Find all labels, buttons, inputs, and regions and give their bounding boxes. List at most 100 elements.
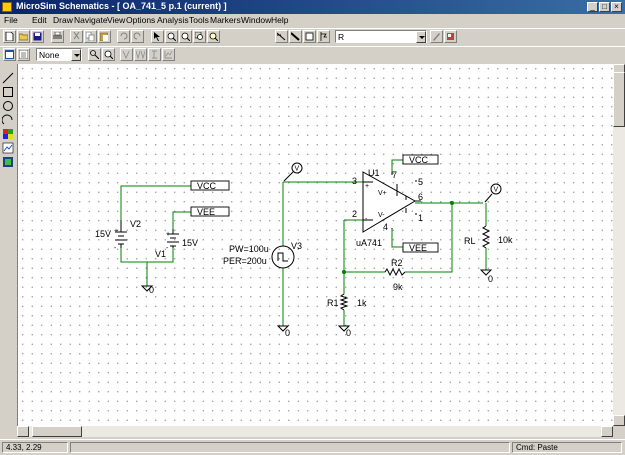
zoom-in-icon[interactable] bbox=[165, 30, 178, 43]
v2-plus: + bbox=[114, 228, 118, 235]
zoom-out-icon[interactable] bbox=[179, 30, 192, 43]
part-dropdown-arrow[interactable] bbox=[416, 31, 426, 43]
resistor-r1[interactable] bbox=[339, 293, 349, 311]
source-v2[interactable] bbox=[115, 220, 127, 248]
ground-symbol-3[interactable] bbox=[337, 325, 351, 332]
schematic-canvas[interactable]: + - + - V2 15V V1 15V VCC VEE 0 bbox=[17, 64, 614, 426]
rl-name[interactable]: RL bbox=[464, 236, 476, 246]
layer-dropdown-arrow[interactable] bbox=[71, 49, 81, 61]
open-folder-icon[interactable] bbox=[17, 30, 30, 43]
get-part-icon[interactable] bbox=[317, 30, 330, 43]
rectangle-tool-icon[interactable] bbox=[2, 86, 14, 98]
show-results-icon[interactable] bbox=[162, 48, 175, 61]
ground-symbol-4[interactable] bbox=[479, 269, 493, 276]
image-tool-icon[interactable] bbox=[2, 156, 14, 168]
redo-icon[interactable] bbox=[131, 30, 144, 43]
v2-value[interactable]: 15V bbox=[95, 229, 111, 239]
menu-help[interactable]: Help bbox=[271, 15, 289, 25]
save-icon[interactable] bbox=[31, 30, 44, 43]
resistor-rl[interactable] bbox=[481, 225, 491, 249]
scroll-right-button[interactable] bbox=[601, 426, 613, 437]
undo-icon[interactable] bbox=[117, 30, 130, 43]
horizontal-scrollbar[interactable] bbox=[17, 426, 613, 437]
ground-symbol-1[interactable] bbox=[140, 285, 154, 292]
layer-select[interactable]: None bbox=[36, 48, 82, 61]
menu-edit[interactable]: Edit bbox=[32, 15, 47, 25]
status-bar: 4.33, 2.29 Cmd: Paste bbox=[0, 439, 625, 455]
minimize-button[interactable]: _ bbox=[587, 2, 598, 12]
menu-window[interactable]: Window bbox=[241, 15, 272, 25]
arc-tool-icon[interactable] bbox=[1, 114, 14, 126]
zoom-area-icon[interactable] bbox=[193, 30, 206, 43]
source-v3[interactable] bbox=[271, 245, 295, 269]
circle-tool-icon[interactable] bbox=[2, 100, 14, 112]
menu-navigate[interactable]: Navigate bbox=[74, 15, 108, 25]
line-tool-icon[interactable] bbox=[2, 72, 14, 84]
edit-symbol-icon[interactable] bbox=[430, 30, 443, 43]
paste-icon[interactable] bbox=[98, 30, 111, 43]
r1-name[interactable]: R1 bbox=[327, 298, 339, 308]
part-name-value: R bbox=[338, 32, 345, 42]
vee-connector-1[interactable]: VEE bbox=[190, 206, 230, 217]
print-icon[interactable] bbox=[51, 30, 64, 43]
voltage-probe-2[interactable]: V bbox=[484, 183, 502, 203]
part-name-field[interactable]: R bbox=[335, 30, 427, 43]
r2-name[interactable]: R2 bbox=[391, 258, 403, 268]
search-part-icon[interactable] bbox=[102, 48, 115, 61]
draw-wire-icon[interactable] bbox=[275, 30, 288, 43]
v2-name[interactable]: V2 bbox=[130, 219, 141, 229]
probe-icon[interactable] bbox=[88, 48, 101, 61]
menu-markers[interactable]: Markers bbox=[210, 15, 241, 25]
library-icon[interactable] bbox=[3, 48, 16, 61]
voltage-marker-icon[interactable] bbox=[120, 48, 133, 61]
maximize-button[interactable]: □ bbox=[599, 2, 610, 12]
current-marker-icon[interactable] bbox=[148, 48, 161, 61]
v3-per[interactable]: PER=200u bbox=[223, 256, 267, 266]
zoom-fit-icon[interactable] bbox=[207, 30, 220, 43]
rl-value[interactable]: 10k bbox=[498, 235, 513, 245]
new-file-icon[interactable] bbox=[3, 30, 16, 43]
draw-bus-icon[interactable] bbox=[289, 30, 302, 43]
opamp-u1[interactable]: V+ V- + - bbox=[362, 171, 421, 233]
resistor-r2[interactable] bbox=[384, 267, 406, 277]
scroll-left-button[interactable] bbox=[17, 426, 29, 437]
color-tool-icon[interactable] bbox=[2, 128, 14, 140]
r1-value[interactable]: 1k bbox=[357, 298, 367, 308]
bitmap-tool-icon[interactable] bbox=[2, 142, 14, 154]
vee-connector-2[interactable]: VEE bbox=[402, 242, 439, 253]
vertical-scrollbar[interactable] bbox=[613, 64, 625, 426]
ground-symbol-2[interactable] bbox=[276, 325, 290, 332]
junction-dot-2 bbox=[450, 201, 454, 205]
netlist-icon[interactable] bbox=[17, 48, 30, 61]
draw-block-icon[interactable] bbox=[303, 30, 316, 43]
close-button[interactable]: × bbox=[611, 2, 622, 12]
r2-value[interactable]: 9k bbox=[393, 282, 403, 292]
junction-dot-1 bbox=[342, 270, 346, 274]
menu-draw[interactable]: Draw bbox=[53, 15, 73, 25]
source-v1[interactable] bbox=[167, 229, 179, 248]
vcc-connector-1[interactable]: VCC bbox=[190, 180, 230, 191]
v1-name[interactable]: V1 bbox=[155, 249, 166, 259]
voltage-probe-1[interactable]: V bbox=[283, 162, 303, 182]
app-icon[interactable] bbox=[2, 2, 12, 12]
voltage-diff-marker-icon[interactable] bbox=[134, 48, 147, 61]
v1-value[interactable]: 15V bbox=[182, 238, 198, 248]
vcc-connector-2[interactable]: VCC bbox=[402, 154, 439, 165]
menu-analysis[interactable]: Analysis bbox=[157, 15, 189, 25]
horizontal-scroll-thumb[interactable] bbox=[32, 426, 82, 437]
u1-part[interactable]: uA741 bbox=[356, 238, 382, 248]
menu-options[interactable]: Options bbox=[126, 15, 156, 25]
edit-attributes-icon[interactable] bbox=[444, 30, 457, 43]
menu-tools[interactable]: Tools bbox=[189, 15, 209, 25]
vertical-scroll-thumb[interactable] bbox=[613, 72, 625, 127]
scroll-down-button[interactable] bbox=[613, 415, 625, 426]
select-arrow-icon[interactable] bbox=[151, 30, 164, 43]
u1-name[interactable]: U1 bbox=[368, 168, 380, 178]
v3-pw[interactable]: PW=100u bbox=[229, 244, 269, 254]
v3-name[interactable]: V3 bbox=[291, 241, 302, 251]
draw-palette bbox=[0, 64, 16, 436]
menu-view[interactable]: View bbox=[107, 15, 126, 25]
copy-icon[interactable] bbox=[84, 30, 97, 43]
cut-icon[interactable] bbox=[70, 30, 83, 43]
menu-file[interactable]: File bbox=[4, 15, 18, 25]
